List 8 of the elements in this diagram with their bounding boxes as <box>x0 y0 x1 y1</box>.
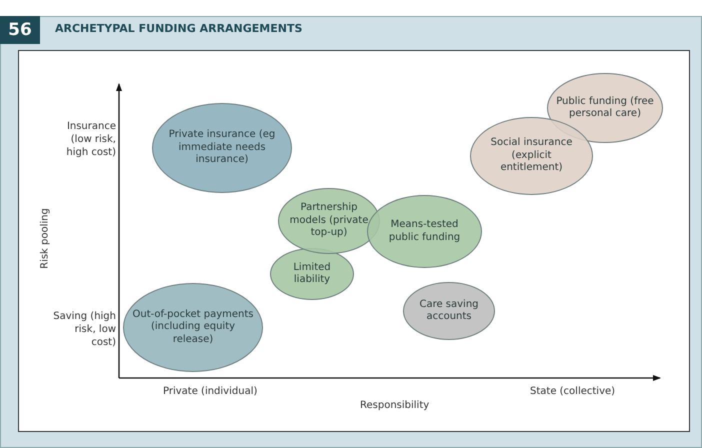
axis-label: State (collective) <box>530 385 616 398</box>
figure-title: ARCHETYPAL FUNDING ARRANGEMENTS <box>55 22 302 35</box>
axis-label: Insurance (low risk, high cost) <box>65 120 116 159</box>
axis-title: Responsibility <box>360 399 430 412</box>
axis-title: Risk pooling <box>38 207 52 271</box>
figure-number: 56 <box>0 16 40 44</box>
axis-label: Private (individual) <box>163 385 258 398</box>
axis-label: Saving (high risk, low cost) <box>52 310 116 349</box>
